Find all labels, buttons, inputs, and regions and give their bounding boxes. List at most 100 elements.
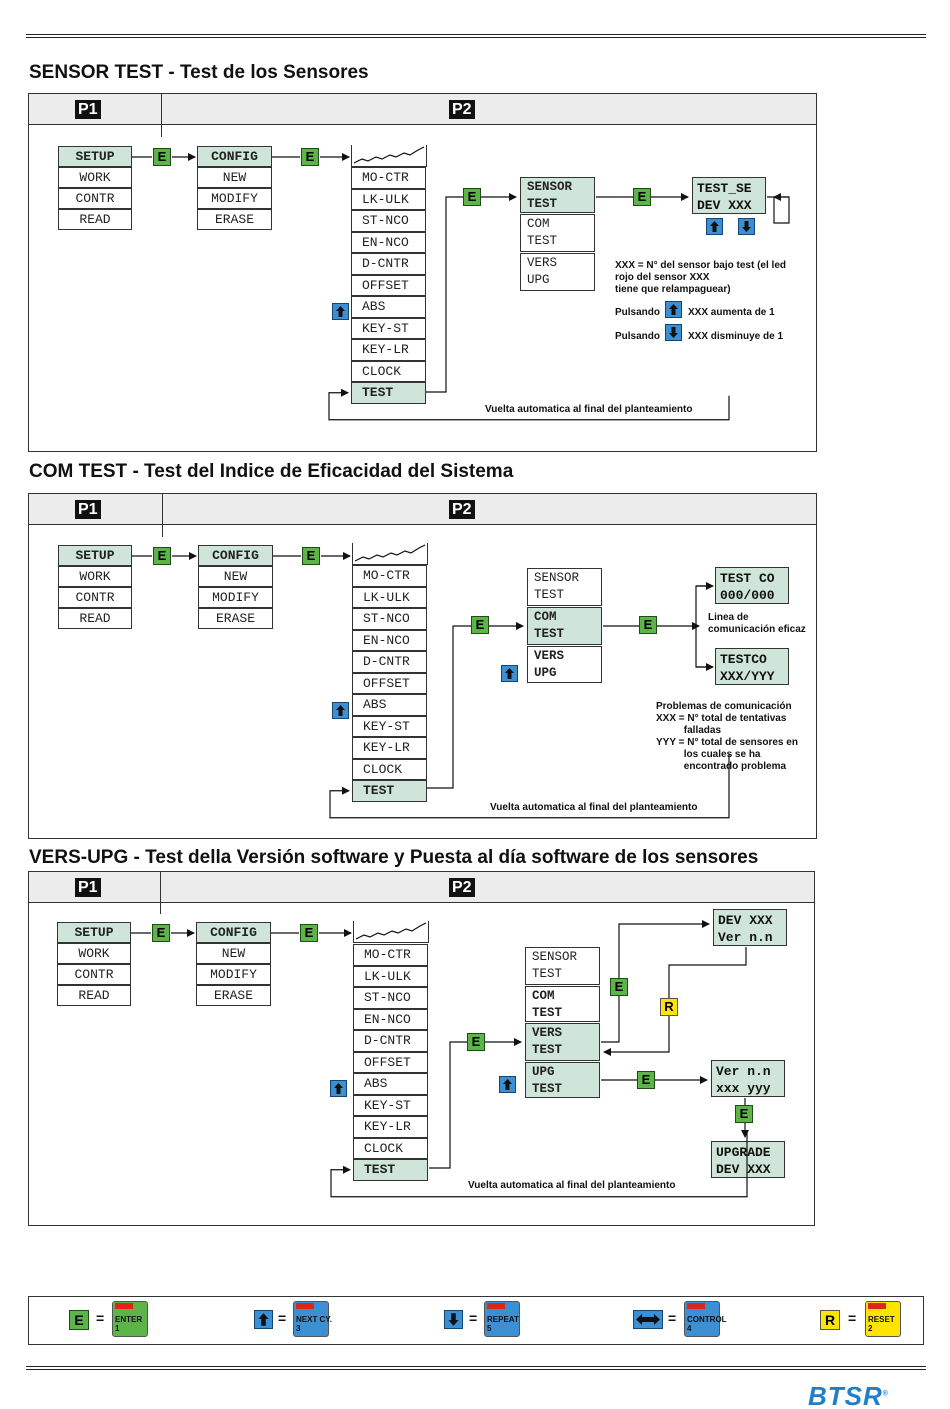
enter-badge: E xyxy=(301,148,319,166)
p2-menu-item-clock[interactable]: CLOCK xyxy=(351,360,426,382)
section2-title: COM TEST - Test del Indice de Eficacidad… xyxy=(29,461,514,482)
p2-menu-item-offset[interactable]: OFFSET xyxy=(353,1051,428,1073)
panel-header: P1 P2 xyxy=(29,494,816,525)
s3-option-vers-test[interactable]: VERS TEST xyxy=(525,1023,600,1061)
p2-menu-item-test[interactable]: TEST xyxy=(353,1159,428,1181)
arrow-up-icon xyxy=(501,665,518,682)
p2-menu-item-test[interactable]: TEST xyxy=(352,780,427,802)
p2-menu-item-mo-ctr[interactable]: MO-CTR xyxy=(353,944,428,966)
p2-menu-item-lk-ulk[interactable]: LK-ULK xyxy=(353,965,428,987)
setup-menu-title[interactable]: SETUP xyxy=(58,146,132,167)
control-key: CONTROL 4 xyxy=(684,1301,727,1337)
setup-menu-item-work[interactable]: WORK xyxy=(58,167,132,188)
p2-menu-item-clock[interactable]: CLOCK xyxy=(353,1137,428,1159)
s1-option-sensor-test[interactable]: SENSOR TEST xyxy=(520,177,595,213)
panel-header: P1 P2 xyxy=(29,872,814,903)
legend-equals: = xyxy=(278,1310,287,1326)
setup-menu-item-read[interactable]: READ xyxy=(58,209,132,230)
s3-lcd-dev-ver: DEV XXX Ver n.n xyxy=(713,909,787,946)
setup-menu-title[interactable]: SETUP xyxy=(57,922,131,943)
p2-menu-item-key-lr[interactable]: KEY-LR xyxy=(351,339,426,361)
p2-menu-item-abs[interactable]: ABS xyxy=(351,296,426,318)
repeat-key: REPEAT 5 xyxy=(484,1301,520,1337)
top-rule-2 xyxy=(26,37,926,38)
setup-menu-item-read[interactable]: READ xyxy=(57,985,131,1006)
s2-option-vers-upg[interactable]: VERS UPG xyxy=(527,646,602,683)
config-menu-title[interactable]: CONFIG xyxy=(197,146,272,167)
p2-menu-item-clock[interactable]: CLOCK xyxy=(352,758,427,780)
config-menu-item-modify[interactable]: MODIFY xyxy=(197,188,272,209)
p2-menu-item-test[interactable]: TEST xyxy=(351,382,426,404)
config-menu-item-modify[interactable]: MODIFY xyxy=(196,964,271,985)
p2-menu-item-d-cntr[interactable]: D-CNTR xyxy=(351,253,426,275)
p2-menu-item-d-cntr[interactable]: D-CNTR xyxy=(353,1030,428,1052)
setup-menu-item-work[interactable]: WORK xyxy=(58,566,132,587)
config-menu-item-erase[interactable]: ERASE xyxy=(196,985,271,1006)
s1-note-xxx: XXX = N° del sensor bajo test (el led ro… xyxy=(615,260,786,295)
p2-tag: P2 xyxy=(449,100,475,119)
arrow-up-icon xyxy=(332,702,349,719)
p2-menu-item-key-lr[interactable]: KEY-LR xyxy=(352,737,427,759)
p2-menu-item-offset[interactable]: OFFSET xyxy=(351,274,426,296)
s3-option-sensor-test[interactable]: SENSOR TEST xyxy=(525,947,600,985)
p2-menu-item-st-nco[interactable]: ST-NCO xyxy=(351,210,426,232)
config-menu-item-erase[interactable]: ERASE xyxy=(198,608,273,629)
p2-menu-item-mo-ctr[interactable]: MO-CTR xyxy=(351,167,426,189)
p2-menu-item-d-cntr[interactable]: D-CNTR xyxy=(352,651,427,673)
p2-menu-item-key-st[interactable]: KEY-ST xyxy=(351,317,426,339)
legend-equals: = xyxy=(469,1310,478,1326)
p2-menu-item-st-nco[interactable]: ST-NCO xyxy=(352,608,427,630)
config-menu-title[interactable]: CONFIG xyxy=(198,545,273,566)
config-menu-title[interactable]: CONFIG xyxy=(196,922,271,943)
s2-option-sensor-test[interactable]: SENSOR TEST xyxy=(527,568,602,606)
setup-menu-item-contr[interactable]: CONTR xyxy=(57,964,131,985)
legend-reset-badge: R xyxy=(820,1310,840,1330)
next-cycle-key-label: NEXT CY. 3 xyxy=(296,1315,333,1333)
enter-key: ENTER 1 xyxy=(112,1301,148,1337)
bottom-rule xyxy=(26,1366,926,1367)
arrow-down-icon xyxy=(738,218,755,235)
config-menu-item-new[interactable]: NEW xyxy=(198,566,273,587)
enter-badge: E xyxy=(153,547,171,565)
setup-menu-item-contr[interactable]: CONTR xyxy=(58,587,132,608)
arrow-up-icon xyxy=(499,1076,516,1093)
p1-tag: P1 xyxy=(75,100,101,119)
setup-menu-item-work[interactable]: WORK xyxy=(57,943,131,964)
config-menu-item-erase[interactable]: ERASE xyxy=(197,209,272,230)
key-legend xyxy=(28,1296,924,1345)
p2-menu-item-en-nco[interactable]: EN-NCO xyxy=(353,1008,428,1030)
p2-menu-item-key-lr[interactable]: KEY-LR xyxy=(353,1116,428,1138)
loop-note: Vuelta automatica al final del planteami… xyxy=(490,802,698,813)
p2-menu-item-lk-ulk[interactable]: LK-ULK xyxy=(351,188,426,210)
p2-menu-item-en-nco[interactable]: EN-NCO xyxy=(352,629,427,651)
setup-menu-title[interactable]: SETUP xyxy=(58,545,132,566)
p2-menu-item-en-nco[interactable]: EN-NCO xyxy=(351,231,426,253)
s3-option-upg-test[interactable]: UPG TEST xyxy=(525,1062,600,1098)
config-menu-item-new[interactable]: NEW xyxy=(196,943,271,964)
p2-menu-item-abs[interactable]: ABS xyxy=(353,1073,428,1095)
section1-title: SENSOR TEST - Test de los Sensores xyxy=(29,62,369,83)
p2-menu-item-key-st[interactable]: KEY-ST xyxy=(353,1094,428,1116)
p2-menu-item-st-nco[interactable]: ST-NCO xyxy=(353,987,428,1009)
panel-header: P1 P2 xyxy=(29,94,816,125)
config-menu-item-new[interactable]: NEW xyxy=(197,167,272,188)
p2-menu-item-mo-ctr[interactable]: MO-CTR xyxy=(352,565,427,587)
p2-menu-item-lk-ulk[interactable]: LK-ULK xyxy=(352,586,427,608)
p2-menu-item-offset[interactable]: OFFSET xyxy=(352,672,427,694)
p1-tag: P1 xyxy=(75,878,101,897)
s1-option-com-test[interactable]: COM TEST xyxy=(520,214,595,252)
s3-lcd-ver-xxx: Ver n.n xxx yyy xyxy=(711,1060,785,1097)
setup-menu-item-read[interactable]: READ xyxy=(58,608,132,629)
arrow-up-icon xyxy=(330,1080,347,1097)
p2-menu-item-abs[interactable]: ABS xyxy=(352,694,427,716)
config-menu-item-modify[interactable]: MODIFY xyxy=(198,587,273,608)
p2-menu-header xyxy=(351,145,427,167)
arrow-up-icon xyxy=(665,301,682,318)
s1-option-vers-upg[interactable]: VERS UPG xyxy=(520,253,595,291)
legend-equals: = xyxy=(668,1310,677,1326)
setup-menu-item-contr[interactable]: CONTR xyxy=(58,188,132,209)
s3-option-com-test[interactable]: COM TEST xyxy=(525,986,600,1022)
p2-menu-item-key-st[interactable]: KEY-ST xyxy=(352,715,427,737)
s2-option-com-test[interactable]: COM TEST xyxy=(527,607,602,645)
